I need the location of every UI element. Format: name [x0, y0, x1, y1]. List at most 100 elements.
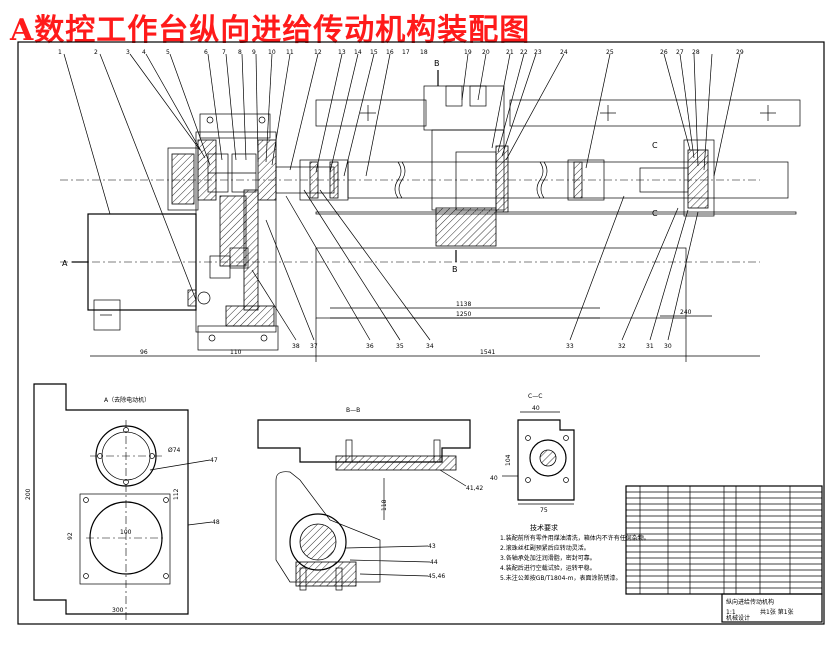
callout-41-42: 41,42	[466, 485, 483, 492]
dim-300: 300	[112, 607, 124, 614]
callout-numbers-top: 1 2 3 4 5 6 7 8 9 10 11 12 13 14 15 16 1…	[58, 49, 744, 56]
dim-1541: 1541	[480, 349, 495, 356]
callout-44: 44	[430, 559, 438, 566]
section-label-a: A	[62, 259, 68, 268]
callout-11: 11	[286, 49, 294, 56]
callout-1: 1	[58, 49, 62, 56]
machine-bed	[315, 247, 687, 319]
housing-base	[225, 305, 275, 327]
callout-40: 40	[490, 475, 498, 482]
view-c-block	[517, 419, 575, 501]
left-bearing-block	[167, 147, 199, 211]
dim-100: 100	[120, 529, 132, 536]
callout-36: 36	[366, 343, 374, 350]
callout-7: 7	[222, 49, 226, 56]
bearing-cover-top	[199, 113, 271, 139]
view-b-label: B—B	[346, 407, 360, 414]
callout-20: 20	[482, 49, 490, 56]
dim-240: 240	[680, 309, 692, 316]
view-a-plate	[33, 383, 189, 615]
notes-heading: 技术要求	[530, 523, 558, 532]
main-view: A B B C C	[60, 59, 801, 362]
callout-25: 25	[606, 49, 614, 56]
gear-large	[219, 195, 247, 267]
view-b-support	[275, 471, 381, 583]
callout-14: 14	[354, 49, 362, 56]
callout-29: 29	[736, 49, 744, 56]
right-bearing-block	[683, 139, 715, 217]
callout-17: 17	[402, 49, 410, 56]
callout-37: 37	[310, 343, 318, 350]
view-c-label: C—C	[528, 393, 542, 400]
worktable-bracket	[423, 85, 505, 131]
callout-34: 34	[426, 343, 434, 350]
callout-23: 23	[534, 49, 542, 56]
callout-28: 28	[692, 49, 700, 56]
housing-wall-left	[197, 139, 217, 201]
dim-110: 110	[230, 349, 242, 356]
callout-31: 31	[646, 343, 654, 350]
callout-3: 3	[126, 49, 130, 56]
callout-15: 15	[370, 49, 378, 56]
gearbox-housing	[195, 131, 277, 333]
callout-16: 16	[386, 49, 394, 56]
dim-200v: 200	[25, 488, 32, 500]
callout-32: 32	[618, 343, 626, 350]
title-block-scale: 1:1	[726, 609, 736, 616]
note-4: 4.装配后进行空载试验，运转平稳。	[500, 564, 596, 572]
section-label-b-bottom: B	[452, 265, 458, 274]
view-a: A（去除电动机） Ø74 100 112 92 200 300 47 48	[25, 383, 220, 620]
note-1: 1.装配前所有零件用煤油清洗，箱体内不许有任何杂物。	[500, 534, 650, 542]
title-block-school: 机械设计	[726, 614, 750, 622]
callout-33: 33	[566, 343, 574, 350]
parts-list	[625, 485, 823, 595]
technical-notes: 技术要求 1.装配前所有零件用煤油清洗，箱体内不许有任何杂物。 2.滚珠丝杠副预…	[500, 523, 650, 582]
dim-phi74: Ø74	[168, 447, 181, 454]
callout-47: 47	[210, 457, 218, 464]
callout-9: 9	[252, 49, 256, 56]
callout-12: 12	[314, 49, 322, 56]
motor-mount-square	[79, 493, 171, 585]
view-c: C—C 40 75 104 40	[490, 393, 575, 514]
title-block-sheet: 共1张 第1张	[760, 608, 794, 616]
dim-96: 96	[140, 349, 148, 356]
section-label-c-bottom: C	[652, 209, 658, 218]
dim-112: 112	[173, 488, 180, 500]
note-2: 2.滚珠丝杠副预紧后应转动灵活。	[500, 544, 590, 552]
callout-numbers-bottom: 38 37 36 35 34 33 32 31 30	[251, 189, 699, 350]
callout-27: 27	[676, 49, 684, 56]
motor-terminal	[93, 299, 121, 331]
callout-48: 48	[212, 519, 220, 526]
view-b: B—B 118 41,42 43 44 45,46	[257, 407, 483, 591]
callout-22: 22	[520, 49, 528, 56]
section-label-b-top: B	[434, 59, 440, 68]
dim-40: 40	[532, 405, 540, 412]
note-5: 5.未注公差按GB/T1804-m，表面涂防锈漆。	[500, 574, 621, 582]
housing-foot	[197, 325, 279, 351]
dim-75: 75	[540, 507, 548, 514]
note-3: 3.各轴承处加注润滑脂，密封可靠。	[500, 554, 596, 562]
main-dimensions: 96 110 1541 1138 1250 240	[90, 301, 760, 357]
view-a-label: A（去除电动机）	[104, 396, 150, 404]
right-support	[567, 159, 605, 201]
callout-leaders-top	[63, 53, 741, 301]
callout-2: 2	[94, 49, 98, 56]
callout-18: 18	[420, 49, 428, 56]
callout-45-46: 45,46	[428, 573, 445, 580]
dim-1138: 1138	[456, 301, 471, 308]
callout-8: 8	[238, 49, 242, 56]
callout-5: 5	[166, 49, 170, 56]
dim-92: 92	[67, 532, 74, 540]
callout-19: 19	[464, 49, 472, 56]
dim-118: 118	[381, 499, 388, 511]
callout-13: 13	[338, 49, 346, 56]
callout-6: 6	[204, 49, 208, 56]
callout-38: 38	[292, 343, 300, 350]
drawing-frame	[17, 41, 825, 625]
callout-30: 30	[664, 343, 672, 350]
callout-43: 43	[428, 543, 436, 550]
gear-small	[209, 255, 231, 279]
section-label-c-top: C	[652, 141, 658, 150]
title-block-name: 纵向进给传动机构	[726, 598, 774, 606]
